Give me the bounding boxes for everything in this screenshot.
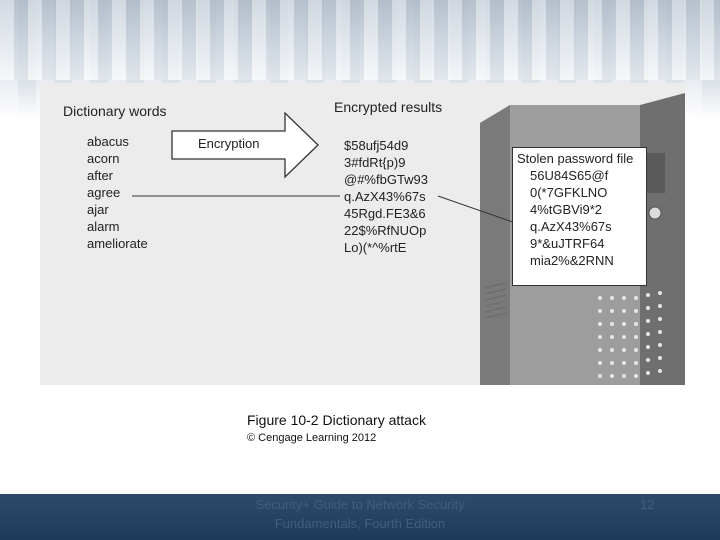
encryption-arrow-label: Encryption (198, 136, 260, 151)
stolen-password-entry: 56U84S65@f (530, 168, 609, 183)
dictionary-word: acorn (87, 151, 120, 166)
stolen-password-file-title: Stolen password file (517, 151, 634, 166)
encrypted-result: @#%fbGTw93 (344, 172, 429, 187)
encrypted-result: 45Rgd.FE3&6 (344, 206, 426, 221)
slide-footer: Security+ Guide to Network Security Fund… (0, 494, 720, 540)
dictionary-word: agree (87, 185, 121, 200)
encryption-arrow (171, 111, 319, 179)
encrypted-result: $58ufj54d9 (344, 138, 409, 153)
encrypted-result: q.AzX43%67s (344, 189, 426, 204)
dictionary-word: ajar (87, 202, 109, 217)
dictionary-attack-figure: Dictionary words Encrypted results Encry… (40, 83, 685, 385)
stolen-password-entry: 4%tGBVi9*2 (530, 202, 603, 217)
stolen-password-entry: mia2%&2RNN (530, 253, 614, 268)
slide-page-number: 12 (640, 497, 655, 512)
slide-header-band (0, 0, 720, 80)
encrypted-result: Lo)(*^%rtE (344, 240, 407, 255)
figure-caption: Figure 10-2 Dictionary attack (247, 412, 426, 428)
dictionary-words-heading: Dictionary words (63, 103, 167, 119)
dictionary-word: after (87, 168, 114, 183)
encrypted-results-heading: Encrypted results (334, 99, 443, 115)
stolen-password-entry: 9*&uJTRF64 (530, 236, 605, 251)
encrypted-result: 3#fdRt{p)9 (344, 155, 406, 170)
stolen-password-file: Stolen password file 56U84S65@f 0(*7GFKL… (512, 147, 647, 286)
footer-book-title: Security+ Guide to Network Security Fund… (255, 497, 465, 531)
stolen-password-entry: q.AzX43%67s (530, 219, 612, 234)
dictionary-word: abacus (87, 134, 129, 149)
dictionary-word: alarm (87, 219, 120, 234)
encrypted-result: 22$%RfNUOp (344, 223, 427, 238)
stolen-password-entry: 0(*7GFKLNO (530, 185, 608, 200)
figure-credit: © Cengage Learning 2012 (247, 432, 377, 444)
dictionary-word: ameliorate (87, 236, 148, 251)
